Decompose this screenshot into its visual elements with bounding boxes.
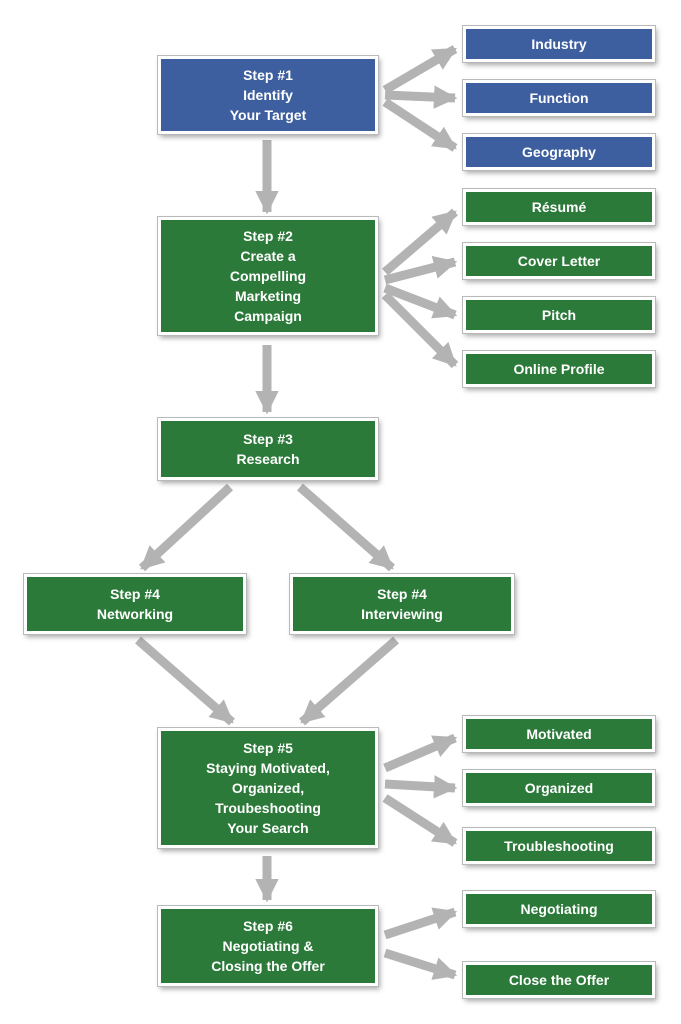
step6-line-2: Negotiating & (222, 938, 314, 954)
leaf-troubleshooting: Troubleshooting (463, 828, 655, 864)
step4-interviewing-box: Step #4 Interviewing (290, 574, 514, 634)
step6-line-3: Closing the Offer (211, 958, 325, 974)
leaf-negotiating: Negotiating (463, 891, 655, 927)
arrow-s2-cover (383, 255, 458, 285)
arrow-s6-close (383, 948, 458, 980)
arrow-s2-profile (381, 291, 459, 369)
step2-line-2: Create a (240, 248, 296, 264)
step4b-line-2: Interviewing (361, 606, 443, 622)
step4a-line-1: Step #4 (110, 586, 160, 602)
step1-line-2: Identify (243, 87, 293, 103)
step2-line-1: Step #2 (243, 228, 293, 244)
arrow-s1-industry (382, 45, 458, 94)
leaf-close-the-offer: Close the Offer (463, 962, 655, 998)
arrow-s5-trouble (382, 794, 458, 847)
step1-line-1: Step #1 (243, 67, 293, 83)
step1-line-3: Your Target (229, 107, 307, 123)
arrow-s1-geography (382, 98, 458, 152)
step4b-line-1: Step #4 (377, 586, 427, 602)
arrow-s5-motivated (383, 733, 458, 773)
step5-line-4: Troubeshooting (215, 800, 321, 816)
leaf-industry: Industry (463, 26, 655, 62)
step3-box: Step #3 Research (158, 418, 378, 480)
leaf-resume: Résumé (463, 189, 655, 225)
leaf-pitch: Pitch (463, 297, 655, 333)
step1-box: Step #1 Identify Your Target (158, 56, 378, 134)
step4a-line-2: Networking (96, 606, 174, 622)
step5-line-2: Staying Motivated, (206, 760, 330, 776)
arrow-s3-s4b (297, 483, 395, 572)
step5-line-1: Step #5 (243, 740, 293, 756)
step5-line-3: Organized, (231, 780, 305, 796)
arrow-s2-resume (382, 208, 458, 276)
leaf-cover-letter: Cover Letter (463, 243, 655, 279)
leaf-geography: Geography (463, 134, 655, 170)
step5-box: Step #5 Staying Motivated, Organized, Tr… (158, 728, 378, 848)
step5-line-5: Your Search (227, 820, 309, 836)
arrow-s3-s4a (138, 483, 234, 572)
arrow-s1-function (384, 85, 458, 109)
arrow-s5-organized (384, 775, 458, 799)
step2-line-4: Marketing (234, 288, 302, 304)
step2-line-3: Compelling (229, 268, 307, 284)
arrow-s4a-s5 (135, 636, 235, 726)
arrow-s2-pitch (383, 283, 458, 320)
step3-line-1: Step #3 (243, 431, 293, 447)
step2-box: Step #2 Create a Compelling Marketing Ca… (158, 217, 378, 335)
step6-box: Step #6 Negotiating & Closing the Offer (158, 906, 378, 986)
leaf-motivated: Motivated (463, 716, 655, 752)
step3-line-2: Research (236, 451, 300, 467)
step6-line-1: Step #6 (243, 918, 293, 934)
leaf-online-profile: Online Profile (463, 351, 655, 387)
step4-networking-box: Step #4 Networking (24, 574, 246, 634)
step2-line-5: Campaign (234, 308, 302, 324)
leaf-organized: Organized (463, 770, 655, 806)
arrow-s4b-s5 (299, 636, 399, 726)
leaf-function: Function (463, 80, 655, 116)
arrow-s6-negotiating (383, 907, 458, 940)
